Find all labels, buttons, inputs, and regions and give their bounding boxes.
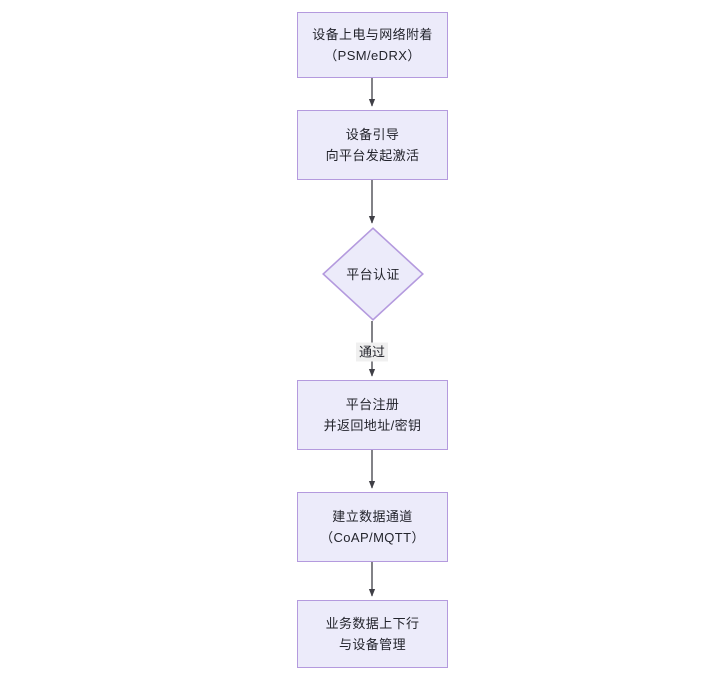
node-platform-registration[interactable]: 平台注册 并返回地址/密钥 (297, 380, 448, 450)
node-line: 向平台发起激活 (325, 148, 420, 163)
edge-label-pass: 通过 (355, 342, 389, 362)
node-line: 建立数据通道 (332, 509, 413, 524)
node-line: （PSM/eDRX） (324, 48, 421, 63)
node-line: 与设备管理 (338, 637, 406, 652)
node-line: 并返回地址/密钥 (323, 418, 422, 433)
node-line: 设备上电与网络附着 (312, 27, 433, 42)
node-device-power-on[interactable]: 设备上电与网络附着 （PSM/eDRX） (297, 12, 448, 78)
node-data-channel[interactable]: 建立数据通道 （CoAP/MQTT） (297, 492, 448, 562)
node-platform-auth-decision[interactable]: 平台认证 (322, 227, 424, 321)
node-line: 平台认证 (346, 266, 400, 282)
node-line: 平台注册 (345, 397, 400, 412)
node-line: （CoAP/MQTT） (320, 530, 425, 545)
node-line: 业务数据上下行 (325, 616, 420, 631)
diamond-shape (322, 227, 424, 321)
node-business-data[interactable]: 业务数据上下行 与设备管理 (297, 600, 448, 668)
node-device-bootstrap[interactable]: 设备引导 向平台发起激活 (297, 110, 448, 180)
node-line: 设备引导 (345, 127, 400, 142)
